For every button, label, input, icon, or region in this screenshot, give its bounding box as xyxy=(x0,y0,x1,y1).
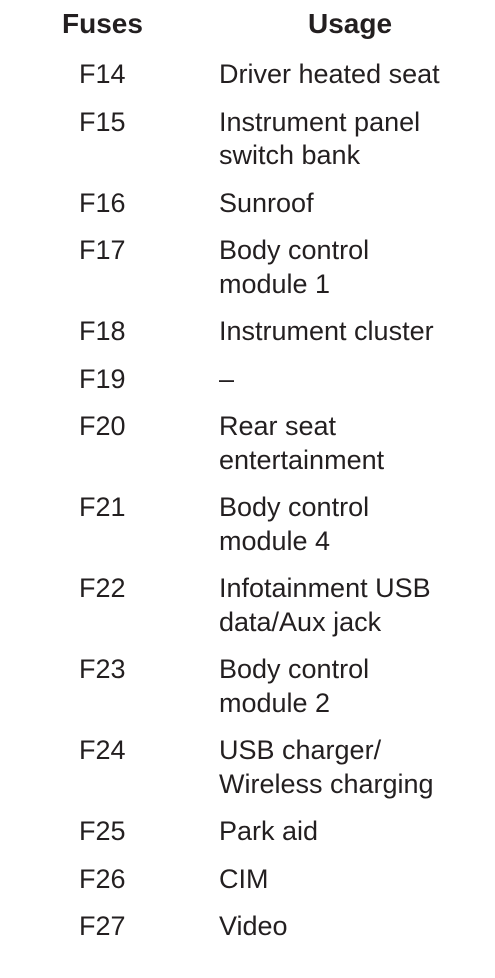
fuse-usage: USB charger/Wireless charging xyxy=(219,734,495,801)
fuse-usage: Driver heated seat xyxy=(219,58,495,92)
usage-line: Park aid xyxy=(219,816,319,846)
usage-line: switch bank xyxy=(219,140,361,170)
fuse-id: F14 xyxy=(79,59,126,89)
fuse-usage: Park aid xyxy=(219,815,495,849)
usage-line: Body control xyxy=(219,235,370,265)
usage-line: module 2 xyxy=(219,687,331,718)
fuse-id: F16 xyxy=(79,187,126,218)
fuse-id: F19 xyxy=(79,363,126,394)
usage-line: entertainment xyxy=(219,444,385,475)
usage-line: Body control xyxy=(219,492,370,522)
fuse-usage: Sunroof xyxy=(219,187,495,221)
table-row: F27 Video xyxy=(0,910,495,944)
usage-line: Instrument cluster xyxy=(219,316,434,346)
fuse-id: F18 xyxy=(79,316,126,346)
fuse-usage: CIM xyxy=(219,863,495,897)
usage-line: CIM xyxy=(219,863,269,894)
fuse-id: F26 xyxy=(79,863,126,894)
usage-line: module 1 xyxy=(219,268,331,299)
fuse-id: F15 xyxy=(79,106,126,137)
table-row: F16 Sunroof xyxy=(0,187,495,221)
usage-line: Sunroof xyxy=(219,187,314,218)
table-row: F25 Park aid xyxy=(0,815,495,849)
usage-line: Wireless charging xyxy=(219,768,434,799)
fuse-usage: Video xyxy=(219,910,495,944)
fuse-id: F23 xyxy=(79,654,126,684)
table-row: F24 USB charger/Wireless charging xyxy=(0,734,495,801)
usage-line: USB charger/ xyxy=(219,735,382,765)
fuse-id: F25 xyxy=(79,816,126,846)
fuse-id: F24 xyxy=(79,735,126,765)
table-row: F26 CIM xyxy=(0,863,495,897)
fuse-usage: – xyxy=(219,363,495,397)
usage-line: Body control xyxy=(219,654,370,684)
fuse-id: F20 xyxy=(79,411,126,441)
table-row: F14 Driver heated seat xyxy=(0,58,495,92)
fuse-id: F21 xyxy=(79,492,126,522)
usage-line: Driver heated seat xyxy=(219,59,440,89)
fuse-id: F27 xyxy=(79,911,126,941)
usage-line: – xyxy=(219,363,235,394)
usage-line: Rear seat xyxy=(219,411,337,441)
fuse-id: F22 xyxy=(79,573,126,603)
fuse-id: F17 xyxy=(79,235,126,265)
usage-line: module 4 xyxy=(219,525,331,556)
fuse-usage: Instrument cluster xyxy=(219,315,495,349)
table-header: Fuses Usage xyxy=(0,8,495,44)
usage-line: data/Aux jack xyxy=(219,606,382,637)
table-row: F19 – xyxy=(0,363,495,397)
usage-line: Video xyxy=(219,911,288,941)
usage-line: Infotainment USB xyxy=(219,573,431,603)
header-fuses: Fuses xyxy=(62,8,143,39)
header-usage: Usage xyxy=(308,8,393,39)
table-row: F18 Instrument cluster xyxy=(0,315,495,349)
usage-line: Instrument panel xyxy=(219,106,421,137)
